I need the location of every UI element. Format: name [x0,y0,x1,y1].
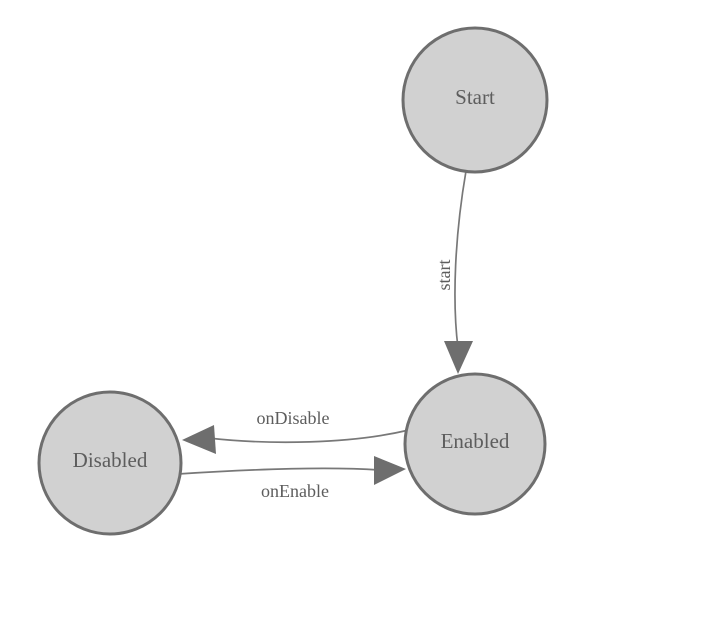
arrowhead-down-icon [444,341,473,374]
arrowhead-right-icon [374,456,406,485]
node-label-disabled: Disabled [73,448,148,472]
node-circle-disabled [37,390,183,536]
node-disabled[interactable]: Disabled [37,390,183,536]
node-circle-enabled [403,372,547,516]
edge-label-start: start [434,260,454,291]
edge-path-onenable [177,467,380,475]
edge-path-start [454,170,467,349]
edge-label-onenable: onEnable [261,481,329,501]
node-label-enabled: Enabled [441,429,510,453]
node-enabled[interactable]: Enabled [403,372,547,516]
edge-enabled-to-disabled[interactable]: onDisable [182,408,410,454]
edge-label-ondisable: onDisable [257,408,330,428]
node-circle-start [401,26,549,174]
edge-path-ondisable [207,429,410,444]
node-label-start: Start [455,85,495,109]
arrowhead-left-icon [182,425,216,454]
node-start[interactable]: Start [401,26,549,174]
edge-start-to-enabled[interactable]: start [434,170,473,374]
edge-disabled-to-enabled[interactable]: onEnable [177,456,406,501]
